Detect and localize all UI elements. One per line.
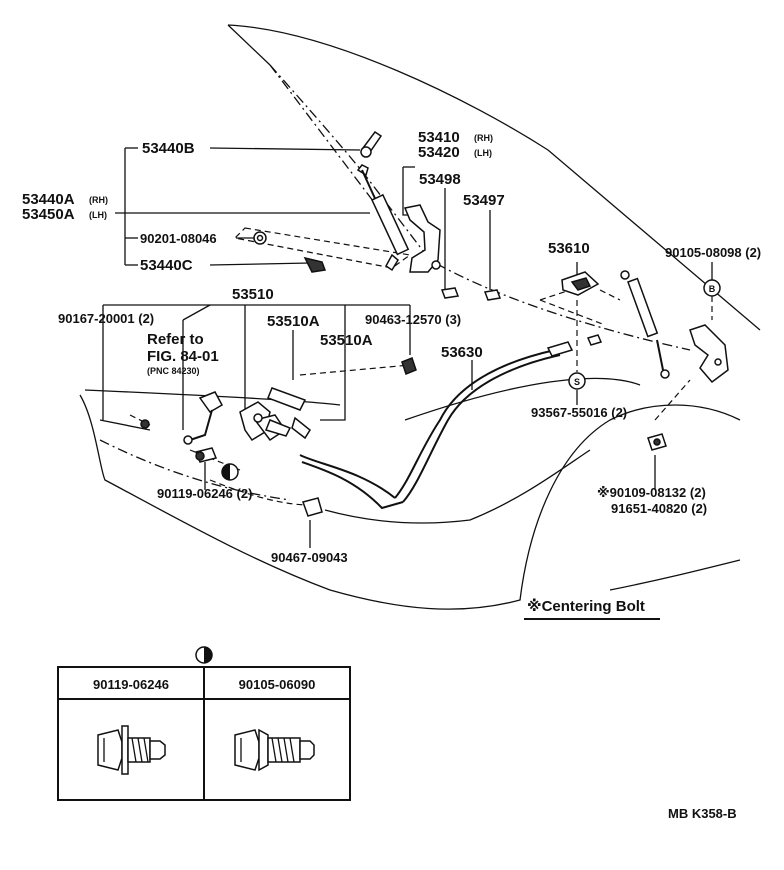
marker-b: B [703,279,721,297]
table-header-col-1: 90119-06246 [93,677,169,692]
svg-text:B: B [709,284,716,294]
body-outline [79,377,741,610]
washer-90201 [253,231,267,245]
label-53440a-side: (RH) [89,195,108,205]
label-53420: 53420 [418,144,460,161]
label-90119-06246: 90119-06246 (2) [157,486,252,501]
label-53498: 53498 [419,171,461,188]
table-header-col-2: 90105-06090 [239,677,316,692]
hood-hinge [403,204,441,273]
label-refer-to: Refer to [147,331,204,348]
label-53497: 53497 [463,192,505,209]
label-53450a: 53450A [22,206,75,223]
bolt-90105-06090-illustration [234,728,315,772]
label-fig-84-01: FIG. 84-01 [147,348,219,365]
hood-support-strut-right [620,270,670,379]
label-53440c: 53440C [140,257,193,274]
label-pnc-84230: (PNC 84230) [147,366,200,376]
half-circle-legend-marker [195,646,213,664]
label-53440a: 53440A [22,191,75,208]
label-93567: 93567-55016 (2) [531,405,627,420]
clip-90167 [140,419,150,429]
bolt-90119-06246-illustration [97,725,166,775]
latch-assembly-53510 [239,387,311,442]
release-cable-53630 [299,334,603,510]
release-lever [183,391,224,445]
part-labels: 53440B 53440A (RH) 53450A (LH) 90201-080… [22,129,761,821]
hood-support-strut-left [356,164,410,272]
bolt-legend-table: 90119-06246 90105-06090 [57,646,351,801]
svg-text:S: S [574,377,580,387]
label-53410-side: (RH) [474,133,493,143]
label-90109: ※90109-08132 (2) [597,485,706,500]
bolt-90119 [194,447,218,463]
hood-lock-53610 [561,271,600,296]
hood-outline [227,24,761,351]
label-90201: 90201-08046 [140,231,217,246]
label-90167: 90167-20001 (2) [58,311,154,326]
bolt-90109 [647,433,667,451]
label-90467: 90467-09043 [271,550,348,565]
pad-53497 [483,289,502,301]
label-53440b: 53440B [142,140,195,157]
label-53420-side: (LH) [474,148,492,158]
label-53450a-side: (LH) [89,210,107,220]
half-circle-marker [221,463,239,481]
label-53630: 53630 [441,344,483,361]
bracket-53440c [303,256,327,273]
label-91651: 91651-40820 (2) [611,501,707,516]
model-code: MB K358-B [668,806,737,821]
label-centering-bolt: ※Centering Bolt [527,597,645,615]
label-90463: 90463-12570 (3) [365,312,461,327]
label-53410: 53410 [418,129,460,146]
leader-lines [102,147,713,548]
right-bracket [689,324,729,384]
clip-90463 [401,357,417,375]
clip-90467 [302,497,323,517]
bolt-53440b [360,130,383,158]
pad-53498 [440,287,460,299]
label-90105-08098: 90105-08098 (2) [665,245,761,260]
label-53510a-2: 53510A [320,332,373,349]
label-53610: 53610 [548,240,590,257]
label-53510: 53510 [232,286,274,303]
marker-s: S [568,372,586,390]
label-53510a-1: 53510A [267,313,320,330]
